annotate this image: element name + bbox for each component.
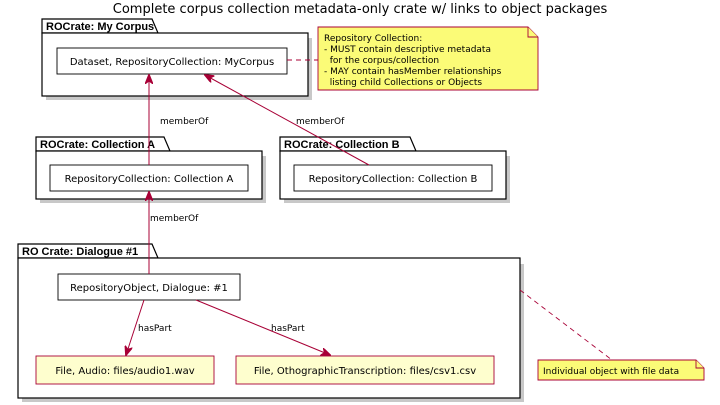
node-file-transcription: File, OthographicTranscription: files/cs…: [235, 355, 495, 385]
node-corpus-dataset: Dataset, RepositoryCollection: MyCorpus: [56, 47, 288, 75]
package-label: ROCrate: Collection A: [40, 139, 155, 151]
edge-dialogue-has-part-transcription: hasPart: [195, 299, 330, 355]
edge-dialogue-has-part-audio: hasPart: [126, 299, 172, 355]
edge-label: hasPart: [271, 324, 305, 334]
edge-collection-a-member-of-corpus: memberOf: [149, 75, 209, 165]
node-label: RepositoryCollection: Collection A: [65, 174, 234, 185]
node-label: RepositoryCollection: Collection B: [309, 174, 478, 185]
package-label: RO Crate: Dialogue #1: [22, 246, 138, 258]
note-repository-collection: Repository Collection: - MUST contain de…: [317, 26, 539, 91]
edge-label: hasPart: [138, 324, 172, 334]
node-label: File, OthographicTranscription: files/cs…: [254, 366, 476, 377]
note-individual-object: Individual object with file data: [537, 359, 705, 381]
note-text: Individual object with file data: [543, 367, 679, 377]
edge-collection-b-member-of-corpus: memberOf: [205, 75, 370, 166]
edge-label: memberOf: [296, 117, 345, 127]
note-line: - MAY contain hasMember relationships: [324, 67, 502, 77]
node-label: RepositoryObject, Dialogue: #1: [70, 283, 228, 294]
package-label: ROCrate: Collection B: [284, 139, 400, 151]
note-line: for the corpus/collection: [324, 56, 439, 66]
node-collection-a: RepositoryCollection: Collection A: [49, 164, 249, 192]
node-label: File, Audio: files/audio1.wav: [55, 366, 194, 377]
note-line: Repository Collection:: [324, 34, 422, 44]
note-line: listing child Collections or Objects: [324, 78, 482, 88]
node-dialogue-object: RepositoryObject, Dialogue: #1: [57, 273, 241, 301]
node-label: Dataset, RepositoryCollection: MyCorpus: [70, 57, 274, 68]
node-file-audio: File, Audio: files/audio1.wav: [35, 355, 215, 385]
edge-label: memberOf: [150, 214, 199, 224]
edge-label: memberOf: [160, 117, 209, 127]
edge-dialogue-member-of-collection-a: memberOf: [149, 192, 199, 274]
package-label: ROCrate: My Corpus: [46, 21, 154, 33]
note-line: - MUST contain descriptive metadata: [324, 45, 491, 55]
note-connector: [519, 289, 613, 361]
node-collection-b: RepositoryCollection: Collection B: [293, 164, 493, 192]
diagram-title: Complete corpus collection metadata-only…: [113, 2, 608, 17]
